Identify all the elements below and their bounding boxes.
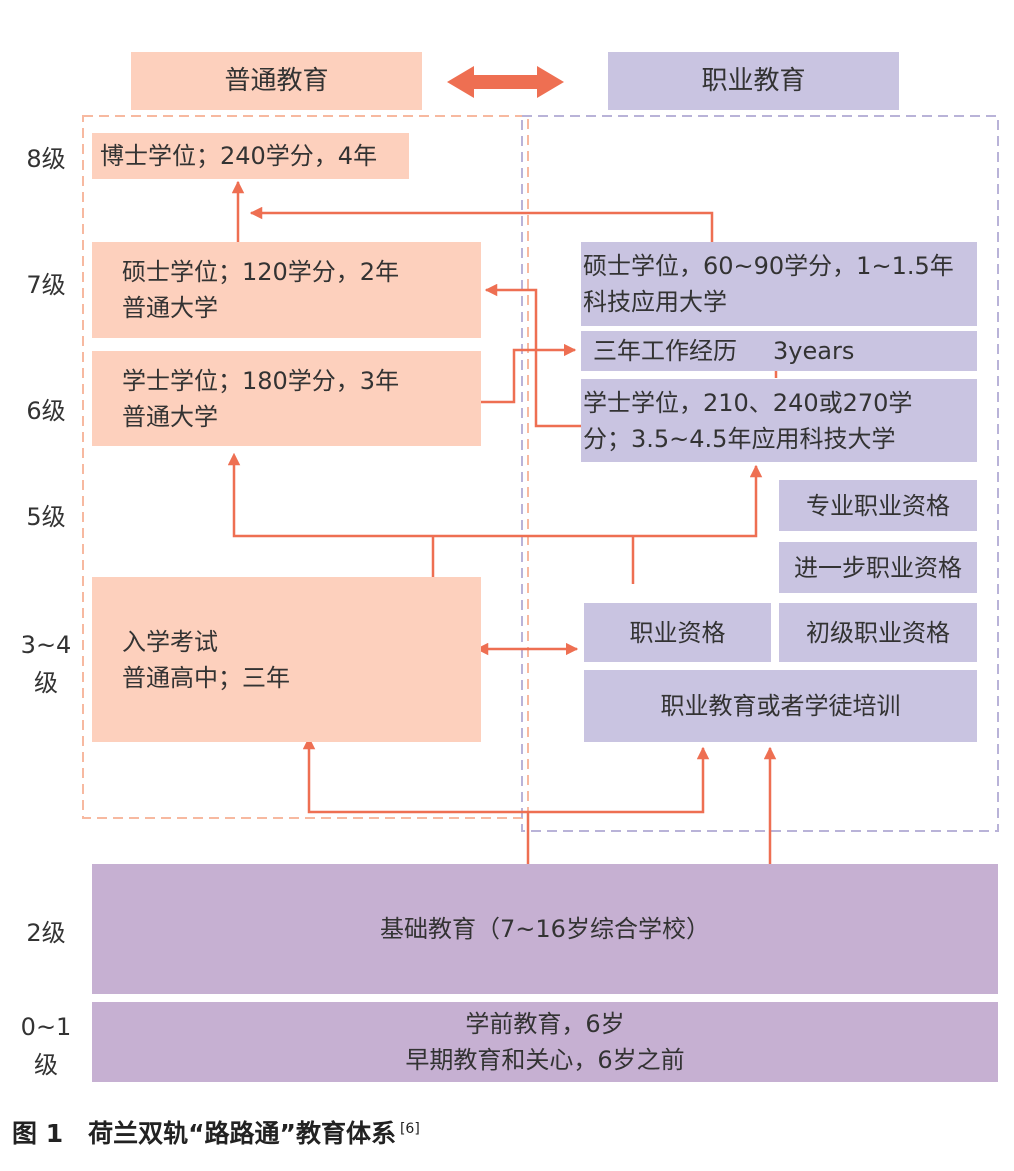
voc-qual-text: 职业资格: [629, 618, 726, 647]
arrow-voc-bachelor-to-general-master: [484, 283, 581, 428]
general-bachelor-line2: 普通大学: [122, 402, 218, 431]
general-bachelor-line1: 学士学位；180学分，3年: [122, 366, 400, 395]
level-5: 5级: [26, 503, 66, 531]
voc-basic-qual-text: 初级职业资格: [806, 618, 950, 647]
voc-bachelor-box: 学士学位，210、240或270学 分；3.5~4.5年应用科技大学: [581, 379, 977, 462]
arrow-basic-split: [302, 736, 710, 814]
level-6: 6级: [26, 397, 66, 425]
header-vocational-education: 职业教育: [608, 52, 899, 110]
general-highschool-box: 入学考试 普通高中；三年: [92, 577, 481, 742]
voc-adv-qual-box: 进一步职业资格: [779, 542, 977, 593]
arrow-level5-split: [227, 452, 763, 538]
voc-master-box: 硕士学位，60~90学分，1~1.5年 科技应用大学: [581, 242, 977, 326]
arrow-voc-master-to-doctor: [249, 206, 714, 242]
voc-work-exp-text: 三年工作经历: [593, 337, 737, 365]
general-master-line2: 普通大学: [122, 294, 218, 322]
voc-qual-box: 职业资格: [584, 603, 771, 662]
level-3-4-line1: 3~4: [20, 631, 72, 659]
level-8: 8级: [26, 145, 66, 173]
level-7: 7级: [26, 271, 66, 299]
figure-caption: 图 1 荷兰双轨“路路通”教育体系[6]: [12, 1114, 420, 1150]
voc-training-box: 职业教育或者学徒培训: [584, 670, 977, 742]
voc-pro-qual-text: 专业职业资格: [806, 491, 950, 520]
voc-training-text: 职业教育或者学徒培训: [660, 692, 901, 720]
general-region-border: [82, 115, 529, 819]
level-0-1-line2: 级: [34, 1051, 58, 1079]
figure-caption-ref: [6]: [399, 1120, 420, 1137]
general-doctor-box: 博士学位；240学分，4年: [92, 133, 409, 179]
header-general-label: 普通教育: [224, 66, 329, 96]
level-2: 2级: [26, 919, 66, 947]
voc-bachelor-line1: 学士学位，210、240或270学: [583, 388, 913, 417]
voc-work-exp-box: 三年工作经历 3years: [581, 331, 977, 371]
basic-education-text: 基础教育（7~16岁综合学校）: [380, 915, 710, 943]
level-3-4-line2: 级: [34, 669, 58, 697]
arrow-general-bachelor-to-work: [481, 343, 577, 404]
general-master-line1: 硕士学位；120学分，2年: [122, 258, 400, 286]
level-3-4: 3~4 级: [0, 626, 92, 702]
double-arrow-header: [447, 66, 564, 98]
voc-basic-qual-box: 初级职业资格: [779, 603, 977, 662]
voc-master-line2: 科技应用大学: [583, 288, 727, 316]
general-doctor-text: 博士学位；240学分，4年: [100, 142, 378, 170]
level-0-1-line1: 0~1: [20, 1013, 72, 1041]
basic-education-box: 基础教育（7~16岁综合学校）: [92, 864, 998, 994]
voc-work-exp-en: 3years: [773, 337, 855, 365]
general-master-box: 硕士学位；120学分，2年 普通大学: [92, 242, 481, 338]
voc-pro-qual-box: 专业职业资格: [779, 480, 977, 531]
voc-bachelor-line2: 分；3.5~4.5年应用科技大学: [583, 424, 896, 453]
preschool-line2: 早期教育和关心，6岁之前: [405, 1046, 685, 1074]
voc-adv-qual-text: 进一步职业资格: [794, 553, 962, 582]
general-bachelor-box: 学士学位；180学分，3年 普通大学: [92, 351, 481, 446]
general-highschool-line2: 普通高中；三年: [122, 663, 290, 692]
level-0-1: 0~1 级: [0, 1008, 92, 1084]
preschool-line1: 学前教育，6岁: [465, 1010, 625, 1038]
figure-caption-text: 图 1 荷兰双轨“路路通”教育体系: [12, 1119, 396, 1148]
header-general-education: 普通教育: [131, 52, 422, 110]
preschool-box: 学前教育，6岁 早期教育和关心，6岁之前: [92, 1002, 998, 1082]
voc-master-line1: 硕士学位，60~90学分，1~1.5年: [583, 252, 954, 280]
header-vocational-label: 职业教育: [701, 66, 806, 96]
general-highschool-line1: 入学考试: [122, 627, 218, 656]
